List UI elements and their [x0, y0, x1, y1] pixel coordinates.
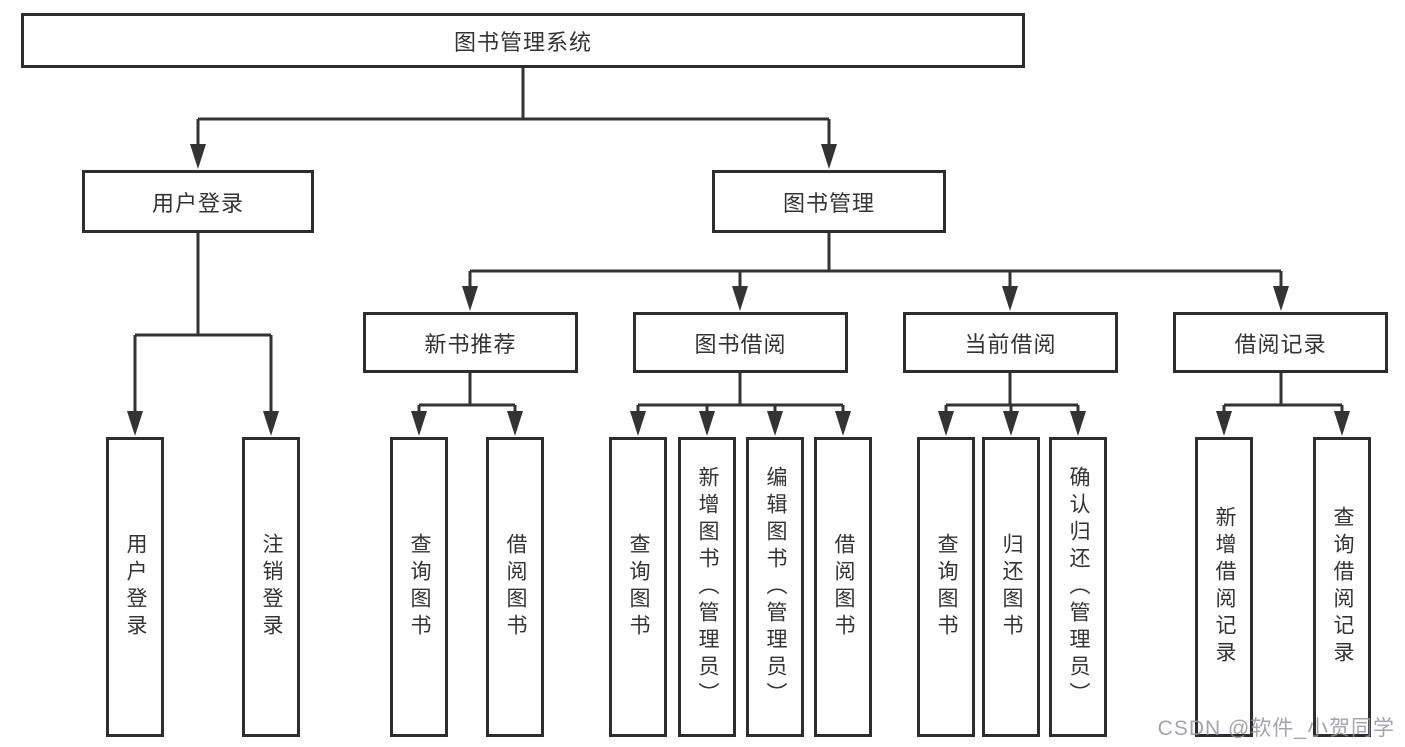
leaf-query-book: 查询图书: [609, 437, 667, 737]
leaf-borrow-book: 借阅图书: [486, 437, 544, 737]
node-book-management: 图书管理: [712, 170, 946, 233]
node-label: 图书管理: [782, 190, 875, 216]
leaf-label: 注销登录: [260, 533, 283, 641]
node-label: 新书推荐: [424, 331, 517, 357]
leaf-confirm-return-admin: 确认归还（管理员）: [1049, 437, 1107, 737]
leaf-add-book-admin: 新增图书（管理员）: [678, 437, 736, 737]
leaf-label: 确认归还（管理员）: [1067, 465, 1090, 709]
leaf-label: 用户登录: [124, 533, 147, 641]
leaf-label: 查询图书: [627, 533, 650, 641]
leaf-label: 新增图书（管理员）: [696, 465, 719, 709]
node-label: 当前借阅: [964, 331, 1057, 357]
node-current-borrow: 当前借阅: [903, 312, 1118, 373]
leaf-logout: 注销登录: [242, 437, 300, 737]
leaf-return-book: 归还图书: [982, 437, 1040, 737]
watermark: CSDN @软件_小贺同学: [1157, 717, 1395, 740]
leaf-user-login: 用户登录: [106, 437, 164, 737]
node-borrow-records: 借阅记录: [1173, 312, 1388, 373]
leaf-label: 借阅图书: [832, 533, 855, 641]
leaf-label: 编辑图书（管理员）: [764, 465, 787, 709]
leaf-label: 查询借阅记录: [1331, 506, 1354, 668]
leaf-label: 新增借阅记录: [1213, 506, 1236, 668]
leaf-label: 借阅图书: [504, 533, 527, 641]
leaf-query-book: 查询图书: [390, 437, 448, 737]
node-book-borrow: 图书借阅: [633, 312, 848, 373]
leaf-query-book: 查询图书: [917, 437, 975, 737]
leaf-add-borrow-record: 新增借阅记录: [1195, 437, 1253, 737]
node-library-management-system: 图书管理系统: [21, 13, 1025, 68]
node-label: 借阅记录: [1234, 331, 1327, 357]
leaf-query-borrow-record: 查询借阅记录: [1313, 437, 1371, 737]
leaf-label: 查询图书: [935, 533, 958, 641]
node-label: 图书借阅: [694, 331, 787, 357]
node-user-login: 用户登录: [82, 170, 314, 233]
node-label: 图书管理系统: [453, 29, 592, 55]
leaf-label: 查询图书: [408, 533, 431, 641]
leaf-borrow-book: 借阅图书: [814, 437, 872, 737]
leaf-edit-book-admin: 编辑图书（管理员）: [746, 437, 804, 737]
node-new-book-recommend: 新书推荐: [363, 312, 578, 373]
leaf-label: 归还图书: [1000, 533, 1023, 641]
node-label: 用户登录: [151, 190, 244, 216]
